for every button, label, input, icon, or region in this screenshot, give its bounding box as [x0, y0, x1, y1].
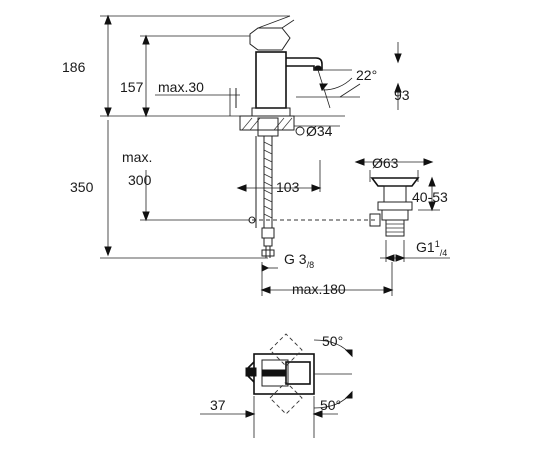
label-350: 350 — [70, 179, 94, 195]
inlet-thread-dimension — [261, 264, 278, 272]
label-max-30: max.30 — [158, 79, 204, 95]
label-103: 103 — [276, 179, 300, 195]
label-93: 93 — [394, 87, 410, 103]
label-157: 157 — [120, 79, 144, 95]
label-22-degrees: 22° — [356, 67, 377, 83]
label-37: 37 — [210, 397, 226, 413]
label-300: 300 — [128, 172, 152, 188]
label-diameter-63: Ø63 — [372, 155, 399, 171]
max-180-dimension — [260, 262, 394, 296]
label-max-180: max.180 — [292, 281, 346, 297]
label-max: max. — [122, 149, 152, 165]
label-50-degrees-top: 50° — [322, 333, 343, 349]
label-40-53: 40-53 — [412, 189, 448, 205]
faucet-body — [235, 15, 352, 117]
top-view — [200, 333, 353, 438]
spout-angle-dimension — [296, 42, 402, 110]
label-50-degrees-bottom: 50° — [320, 397, 341, 413]
label-diameter-34: Ø34 — [306, 123, 333, 139]
label-g-3-8: G 3/8 — [284, 251, 314, 270]
label-186: 186 — [62, 59, 86, 75]
label-g1-1-4: G11/4 — [416, 239, 447, 258]
under-counter-assembly — [239, 115, 376, 258]
left-dimension-lines — [100, 14, 345, 259]
waste-assembly — [354, 158, 450, 262]
